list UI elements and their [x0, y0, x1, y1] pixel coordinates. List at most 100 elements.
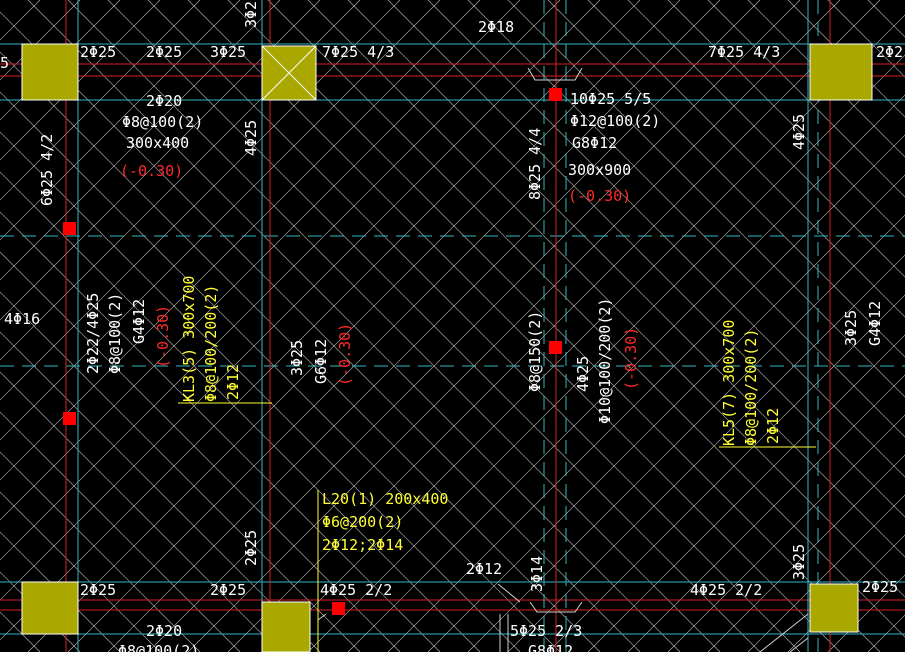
label-bottom-5d25[interactable]: 5Φ25 2/3 — [510, 622, 582, 640]
kl3-name[interactable]: KL3(5) 300x700 — [180, 276, 198, 402]
hatch-line — [147, 0, 801, 652]
column-bottom-right[interactable] — [809, 583, 859, 633]
label-bottom-2d25-a[interactable]: 2Φ25 — [80, 581, 116, 599]
beam1-stirrup[interactable]: Φ8@100(2) — [122, 113, 203, 131]
label-right-g4[interactable]: G4Φ12 — [866, 301, 884, 346]
beam2-size[interactable]: 300x900 — [568, 161, 631, 179]
hatch-line — [107, 0, 761, 652]
label-top-3d25[interactable]: 3Φ25 — [210, 43, 246, 61]
beam2-stirrup[interactable]: Φ12@100(2) — [570, 112, 660, 130]
label-bottom-2d25-right[interactable]: 2Φ25 — [862, 578, 898, 596]
label-top-left-partial[interactable]: 5 — [0, 54, 9, 72]
label-top-2d25-b[interactable]: 2Φ25 — [146, 43, 182, 61]
rebar-marker-bottom[interactable] — [332, 602, 345, 615]
kl3-stirrup-vertical[interactable]: Φ8@100(2) — [106, 293, 124, 374]
l20-bars[interactable]: 2Φ12;2Φ14 — [322, 536, 403, 554]
l20-stirrup[interactable]: Φ6@200(2) — [322, 513, 403, 531]
hatch-line — [667, 0, 905, 238]
hatch-line — [587, 0, 905, 318]
column-bottom-mid[interactable] — [261, 601, 311, 652]
rebar-marker-center[interactable] — [549, 341, 562, 354]
center-4d25[interactable]: 4Φ25 — [574, 356, 592, 392]
label-mid-3d25[interactable]: 3Φ25 — [288, 340, 306, 376]
beam1-elevation[interactable]: (-0.30) — [120, 162, 183, 180]
center-stirrup[interactable]: Φ8@150(2) — [526, 311, 544, 392]
label-top-3d25-vertical[interactable]: 3Φ25 — [242, 0, 260, 28]
mid-elevation[interactable]: (-0.30) — [336, 323, 354, 386]
hatch-line — [787, 0, 905, 118]
label-bottom-3d25-vertical[interactable]: 3Φ25 — [790, 544, 808, 580]
column-bottom-left[interactable] — [21, 581, 79, 635]
column-top-right[interactable] — [809, 43, 873, 101]
label-top-2d25-right[interactable]: 2Φ2 — [876, 43, 903, 61]
hatch-line — [627, 0, 905, 278]
rebar-marker-left-upper[interactable] — [63, 222, 76, 235]
hatch-line — [747, 494, 905, 652]
hatch-line — [0, 331, 321, 652]
beam1-2d20[interactable]: 2Φ20 — [146, 92, 182, 110]
label-bottom-2d25-b[interactable]: 2Φ25 — [210, 581, 246, 599]
red-elevation-annotations: (-0.30) (-0.30) (-0.30) (-0.30) (-0.30) — [120, 162, 640, 390]
center-elevation[interactable]: (-0.30) — [622, 327, 640, 390]
hatch-line — [747, 0, 905, 158]
label-bottom-stirrup[interactable]: Φ8@100(2) — [118, 642, 199, 652]
label-bottom-2d20[interactable]: 2Φ20 — [146, 622, 182, 640]
center-stirrup-2[interactable]: Φ10@100/200(2) — [596, 298, 614, 424]
hatch-line — [707, 0, 905, 198]
l20-name[interactable]: L20(1) 200x400 — [322, 490, 448, 508]
label-mid-g6[interactable]: G6Φ12 — [312, 339, 330, 384]
label-left-4d25[interactable]: 4Φ25 — [242, 120, 260, 156]
beam2-elevation[interactable]: (-0.30) — [568, 187, 631, 205]
bottom-2d12-leader — [497, 583, 521, 603]
label-right-4d25[interactable]: 4Φ25 — [790, 114, 808, 150]
label-right-3d25[interactable]: 3Φ25 — [842, 310, 860, 346]
hatch-line — [0, 0, 361, 361]
hatch-line — [507, 254, 905, 652]
rebar-marker-left-lower[interactable] — [63, 412, 76, 425]
column-top-left[interactable] — [21, 43, 79, 101]
hatch-line — [0, 531, 121, 652]
label-bottom-4d25-right[interactable]: 4Φ25 2/2 — [690, 581, 762, 599]
kl3-stirrup[interactable]: Φ8@100/200(2) — [202, 285, 220, 402]
hatch-line — [67, 0, 721, 652]
label-top-7d25-right[interactable]: 7Φ25 4/3 — [708, 43, 780, 61]
hatch-line — [27, 0, 681, 652]
label-top-2d18[interactable]: 2Φ18 — [478, 18, 514, 36]
hatch-line — [0, 0, 121, 121]
kl5-2d12[interactable]: 2Φ12 — [764, 408, 782, 444]
hatch-line — [347, 94, 905, 652]
kl3-2d12[interactable]: 2Φ12 — [224, 364, 242, 400]
label-bottom-3d14[interactable]: 3Φ14 — [528, 556, 546, 592]
label-top-7d25-left[interactable]: 7Φ25 4/3 — [322, 43, 394, 61]
hatch-line — [307, 54, 905, 652]
hatch-line — [0, 371, 281, 652]
hatch-line — [667, 414, 905, 652]
hatch-line — [427, 174, 905, 652]
label-mid-8d25[interactable]: 8Φ25 4/4 — [526, 128, 544, 200]
hatch-line — [0, 0, 441, 441]
kl3-2d22[interactable]: 2Φ22/4Φ25 — [84, 293, 102, 374]
hatch-line — [0, 0, 201, 201]
beam2-10d25[interactable]: 10Φ25 5/5 — [570, 90, 651, 108]
rebar-marker-top[interactable] — [549, 88, 562, 101]
hatch-line — [227, 0, 881, 652]
kl3-g4[interactable]: G4Φ12 — [130, 299, 148, 344]
hatch-line — [0, 0, 481, 481]
label-left-6d25[interactable]: 6Φ25 4/2 — [38, 134, 56, 206]
kl5-stirrup[interactable]: Φ8@100/200(2) — [742, 329, 760, 446]
hatch-line — [0, 451, 201, 652]
label-bottom-2d12[interactable]: 2Φ12 — [466, 560, 502, 578]
label-bottom-g8[interactable]: G8Φ12 — [528, 642, 573, 652]
kl3-elevation-vertical[interactable]: (-0.30) — [154, 305, 172, 368]
label-left-4d16[interactable]: 4Φ16 — [4, 310, 40, 328]
beam-section-symbol-top — [527, 67, 583, 81]
beam2-g8[interactable]: G8Φ12 — [572, 134, 617, 152]
beam1-size[interactable]: 300x400 — [126, 134, 189, 152]
hatch-line — [0, 0, 281, 281]
label-bottom-4d25-left[interactable]: 4Φ25 2/2 — [320, 581, 392, 599]
label-top-2d25-a[interactable]: 2Φ25 — [80, 43, 116, 61]
kl5-name[interactable]: KL5(7) 300x700 — [720, 320, 738, 446]
label-bottom-2d25-vertical[interactable]: 2Φ25 — [242, 530, 260, 566]
